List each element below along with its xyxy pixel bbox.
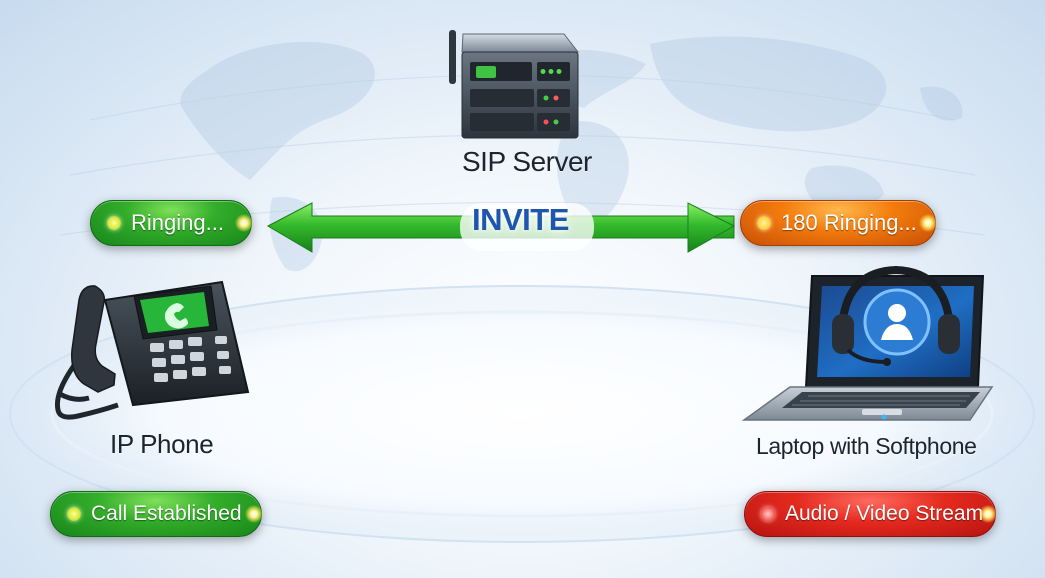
status-pill-ringing-right: 180 Ringing...	[740, 200, 937, 246]
status-pill-text: 180 Ringing...	[781, 210, 917, 235]
sparkle-icon	[979, 505, 997, 523]
status-pill-ringing-left: Ringing...	[90, 200, 253, 246]
server-label: SIP Server	[462, 146, 592, 177]
invite-label: INVITE	[472, 202, 569, 237]
network-ellipse	[9, 285, 1035, 543]
invite-arrow	[266, 202, 736, 253]
status-dot-icon	[107, 216, 121, 230]
phone-label: IP Phone	[110, 429, 214, 459]
ip-phone-icon	[54, 280, 250, 420]
status-pill-audio-video: Audio / Video Stream	[744, 491, 997, 537]
status-pill-text: Call Established	[91, 502, 242, 525]
status-dot-icon	[67, 507, 81, 521]
laptop-label: Laptop with Softphone	[756, 433, 977, 459]
status-pill-text: Audio / Video Stream	[785, 502, 984, 525]
server-icon	[449, 30, 580, 139]
network-ellipse-inner	[50, 310, 994, 518]
world-map-icon	[180, 36, 963, 272]
status-pill-text: Ringing...	[131, 210, 224, 235]
status-dot-icon	[757, 216, 771, 230]
headset-icon	[832, 265, 960, 366]
status-pill-call-established: Call Established	[50, 491, 263, 537]
sparkle-icon	[919, 214, 937, 232]
sparkle-icon	[235, 214, 253, 232]
sparkle-icon	[245, 505, 263, 523]
status-dot-icon	[761, 507, 775, 521]
user-icon	[863, 288, 931, 356]
